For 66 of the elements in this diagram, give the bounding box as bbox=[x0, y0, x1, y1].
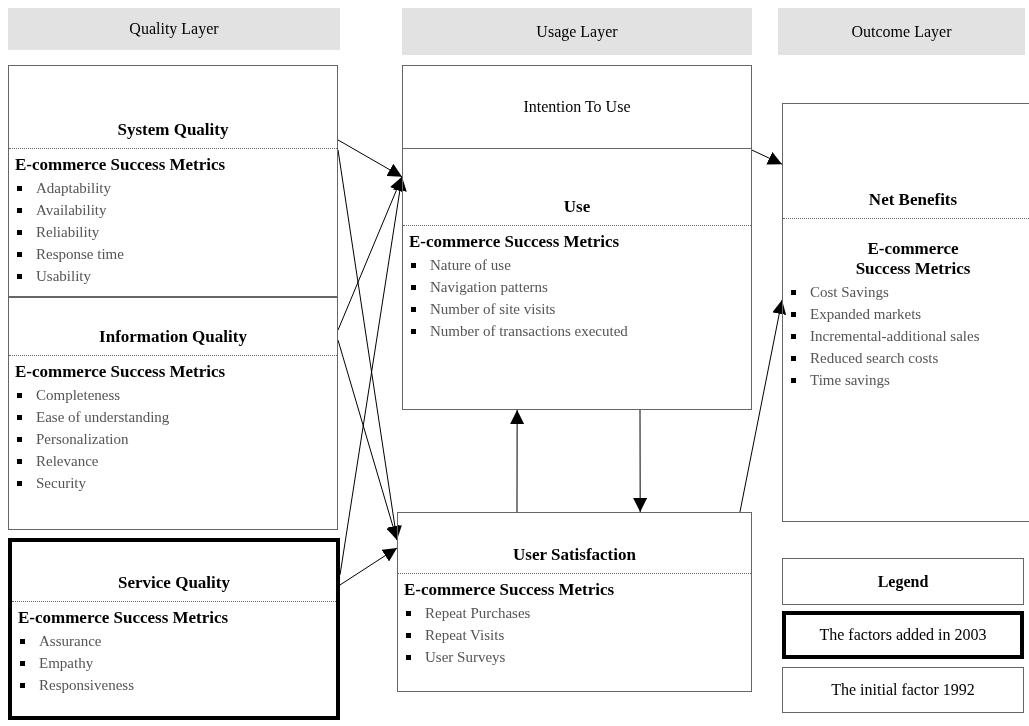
metrics-box bbox=[8, 538, 340, 720]
box-label: The factors added in 2003 bbox=[819, 626, 987, 644]
label-box bbox=[782, 611, 1024, 659]
arrow bbox=[633, 409, 648, 513]
metric-item: Availability bbox=[36, 201, 107, 220]
layer-title: Quality Layer bbox=[129, 20, 219, 38]
metric-item: Cost Savings bbox=[810, 283, 889, 302]
metric-item: Ease of understanding bbox=[36, 408, 170, 427]
layer-header bbox=[8, 8, 340, 50]
arrow bbox=[339, 176, 407, 576]
box-title: Use bbox=[563, 197, 591, 217]
metric-item: Incremental-additional sales bbox=[810, 327, 980, 346]
metric-item: Nature of use bbox=[430, 256, 511, 275]
metric-item: Completeness bbox=[36, 386, 121, 405]
metrics-box bbox=[402, 148, 752, 410]
metrics-heading: E-commerce Success Metrics bbox=[15, 362, 227, 382]
metric-item: User Surveys bbox=[425, 648, 506, 667]
box-label: The initial factor 1992 bbox=[831, 681, 975, 699]
box-title: Information Quality bbox=[99, 327, 247, 347]
arrow bbox=[337, 176, 404, 331]
metrics-box bbox=[782, 103, 1029, 522]
label-box bbox=[782, 558, 1024, 605]
metric-item: Expanded markets bbox=[810, 305, 922, 324]
metric-item: Number of transactions executed bbox=[430, 322, 628, 341]
metric-item: Number of site visits bbox=[430, 300, 556, 319]
box-title: System Quality bbox=[117, 120, 229, 140]
arrow bbox=[510, 409, 525, 513]
metrics-heading: E-commerce Success Metrics bbox=[854, 239, 972, 279]
box-title: Net Benefits bbox=[868, 190, 958, 210]
layer-header bbox=[402, 8, 752, 55]
metric-item: Empathy bbox=[39, 654, 94, 673]
metric-item: Reliability bbox=[36, 223, 100, 242]
metric-item: Relevance bbox=[36, 452, 99, 471]
metric-item: Time savings bbox=[810, 371, 890, 390]
box-label: Legend bbox=[877, 572, 929, 591]
layer-title: Usage Layer bbox=[536, 22, 618, 41]
metrics-heading: E-commerce Success Metrics bbox=[18, 608, 230, 628]
label-box bbox=[402, 65, 752, 149]
metric-item: Security bbox=[36, 474, 86, 493]
metric-item: Usability bbox=[36, 267, 91, 286]
arrow bbox=[337, 339, 400, 541]
arrow bbox=[339, 547, 398, 586]
layer-title: Outcome Layer bbox=[851, 22, 952, 41]
metric-item: Response time bbox=[36, 245, 124, 264]
arrow bbox=[337, 139, 403, 178]
metrics-box bbox=[397, 512, 752, 692]
metrics-heading: E-commerce Success Metrics bbox=[409, 232, 621, 252]
metric-item: Responsiveness bbox=[39, 676, 134, 695]
box-title: User Satisfaction bbox=[513, 545, 636, 565]
box-label: Intention To Use bbox=[523, 98, 631, 116]
layer-header bbox=[778, 8, 1025, 55]
metric-item: Assurance bbox=[39, 632, 102, 651]
metric-item: Navigation patterns bbox=[430, 278, 548, 297]
metrics-box bbox=[8, 297, 338, 530]
metric-item: Reduced search costs bbox=[810, 349, 939, 368]
metric-item: Repeat Visits bbox=[425, 626, 505, 645]
metric-item: Adaptability bbox=[36, 179, 111, 198]
metrics-heading: E-commerce Success Metrics bbox=[15, 155, 227, 175]
metrics-heading: E-commerce Success Metrics bbox=[404, 580, 616, 600]
arrow bbox=[739, 299, 787, 513]
metrics-box bbox=[8, 65, 338, 297]
label-box bbox=[782, 667, 1024, 713]
metric-item: Repeat Purchases bbox=[425, 604, 531, 623]
box-title: Service Quality bbox=[118, 573, 230, 593]
metric-item: Personalization bbox=[36, 430, 129, 449]
arrow bbox=[751, 149, 783, 165]
